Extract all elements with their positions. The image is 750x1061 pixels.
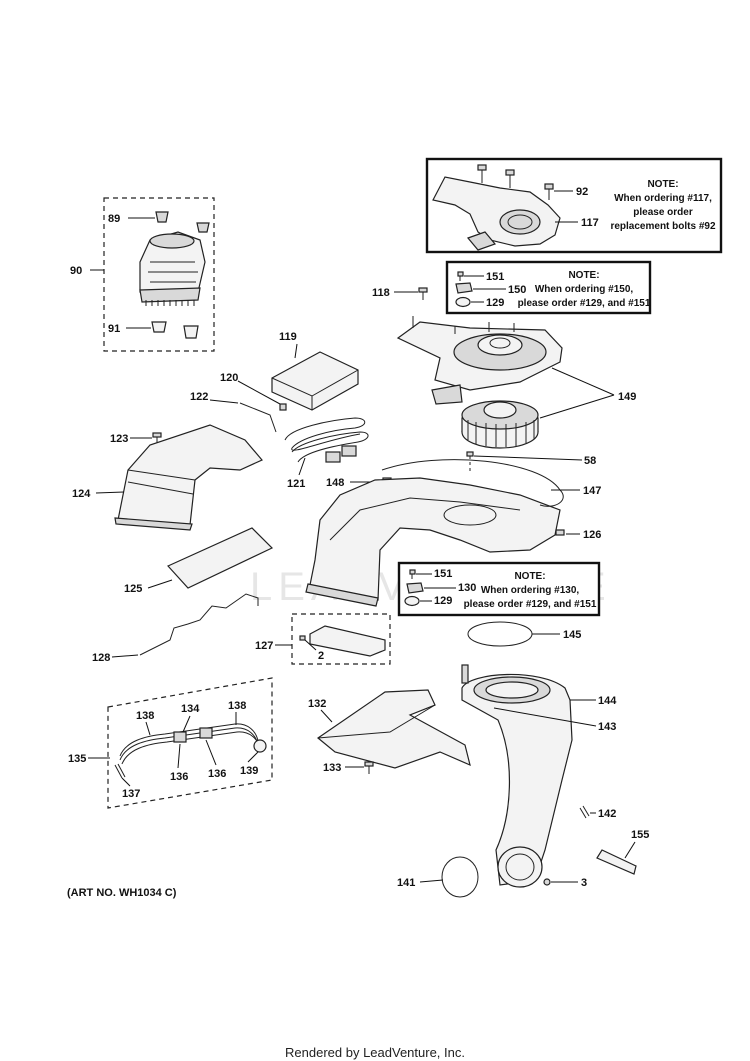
label-91: 91 xyxy=(108,323,120,335)
label-117: 117 xyxy=(581,217,599,229)
wire-128 xyxy=(139,593,259,656)
bracket-155 xyxy=(596,849,637,875)
label-132: 132 xyxy=(308,698,326,710)
label-151-bottom: 151 xyxy=(434,568,452,580)
note-150-title: NOTE: xyxy=(568,270,599,281)
label-150: 150 xyxy=(508,284,526,296)
motor-assembly-90: 90 89 91 xyxy=(70,197,215,352)
footer-credit: Rendered by LeadVenture, Inc. xyxy=(285,1045,465,1060)
label-121: 121 xyxy=(287,478,305,490)
label-149: 149 xyxy=(618,391,636,403)
label-129-bottom: 129 xyxy=(434,595,452,607)
note-box-130: 151 130 129 NOTE: When ordering #130, pl… xyxy=(397,561,601,617)
label-123: 123 xyxy=(110,433,128,445)
gasket-141 xyxy=(441,856,479,898)
note-box-117: 92 117 NOTE: When ordering #117, please … xyxy=(425,157,723,254)
note-117-line3: replacement bolts #92 xyxy=(610,221,715,232)
label-127: 127 xyxy=(255,640,273,652)
label-142: 142 xyxy=(598,808,616,820)
label-130: 130 xyxy=(458,582,476,594)
label-155: 155 xyxy=(631,829,649,841)
rod-122 xyxy=(239,402,277,433)
label-120: 120 xyxy=(220,372,238,384)
label-119: 119 xyxy=(279,331,297,343)
washer-129-bottom xyxy=(404,595,420,607)
panel-125 xyxy=(167,527,274,589)
label-139: 139 xyxy=(240,765,258,777)
label-90: 90 xyxy=(70,265,82,277)
gasket-147 xyxy=(381,459,564,507)
note-117-line1: When ordering #117, xyxy=(614,193,712,204)
note-117-title: NOTE: xyxy=(647,179,678,190)
label-2: 2 xyxy=(318,650,324,662)
mount-91 xyxy=(151,321,167,333)
blower-upper-housing xyxy=(396,316,563,405)
label-89: 89 xyxy=(108,213,120,225)
label-124: 124 xyxy=(72,488,91,500)
clip-150 xyxy=(455,282,473,294)
label-58: 58 xyxy=(584,455,596,467)
label-134: 134 xyxy=(181,703,200,715)
label-136-right: 136 xyxy=(208,768,226,780)
label-143: 143 xyxy=(598,721,616,733)
note-117-line2: please order xyxy=(633,207,693,218)
label-126: 126 xyxy=(583,529,601,541)
label-118: 118 xyxy=(372,287,390,299)
note-150-line2: please order #129, and #151 xyxy=(518,298,651,309)
assembly-127 xyxy=(291,613,391,665)
label-3: 3 xyxy=(581,877,587,889)
label-129-top: 129 xyxy=(486,297,504,309)
label-125: 125 xyxy=(124,583,142,595)
label-92: 92 xyxy=(576,186,588,198)
art-number: (ART NO. WH1034 C) xyxy=(67,887,177,899)
label-138-left: 138 xyxy=(136,710,154,722)
label-148: 148 xyxy=(326,477,344,489)
shield-132 xyxy=(317,689,471,769)
clip-130 xyxy=(406,582,424,594)
note-150-line1: When ordering #150, xyxy=(535,284,634,295)
note-130-line2: please order #129, and #151 xyxy=(464,599,597,610)
blower-lower-housing xyxy=(305,477,561,607)
label-147: 147 xyxy=(583,485,601,497)
label-133: 133 xyxy=(323,762,341,774)
note-130-title: NOTE: xyxy=(514,571,545,582)
label-137: 137 xyxy=(122,788,140,800)
label-138-right: 138 xyxy=(228,700,246,712)
blower-impeller xyxy=(461,400,539,449)
assembly-135 xyxy=(107,677,273,809)
label-128: 128 xyxy=(92,652,110,664)
duct-124 xyxy=(114,424,263,531)
cover-119 xyxy=(271,351,359,411)
washer-129-top xyxy=(455,296,471,308)
label-144: 144 xyxy=(598,695,617,707)
label-151-top: 151 xyxy=(486,271,504,283)
bolt-92 xyxy=(477,164,554,200)
label-136-left: 136 xyxy=(170,771,188,783)
label-145: 145 xyxy=(563,629,581,641)
outlet-duct-144 xyxy=(461,664,573,888)
label-141: 141 xyxy=(397,877,415,889)
gasket-145 xyxy=(467,621,533,647)
label-122: 122 xyxy=(190,391,208,403)
label-135: 135 xyxy=(68,753,86,765)
note-130-line1: When ordering #130, xyxy=(481,585,580,596)
heater-121 xyxy=(284,417,369,463)
note-box-150: 151 150 129 NOTE: When ordering #150, pl… xyxy=(445,260,652,315)
grommet-89 xyxy=(155,211,169,223)
